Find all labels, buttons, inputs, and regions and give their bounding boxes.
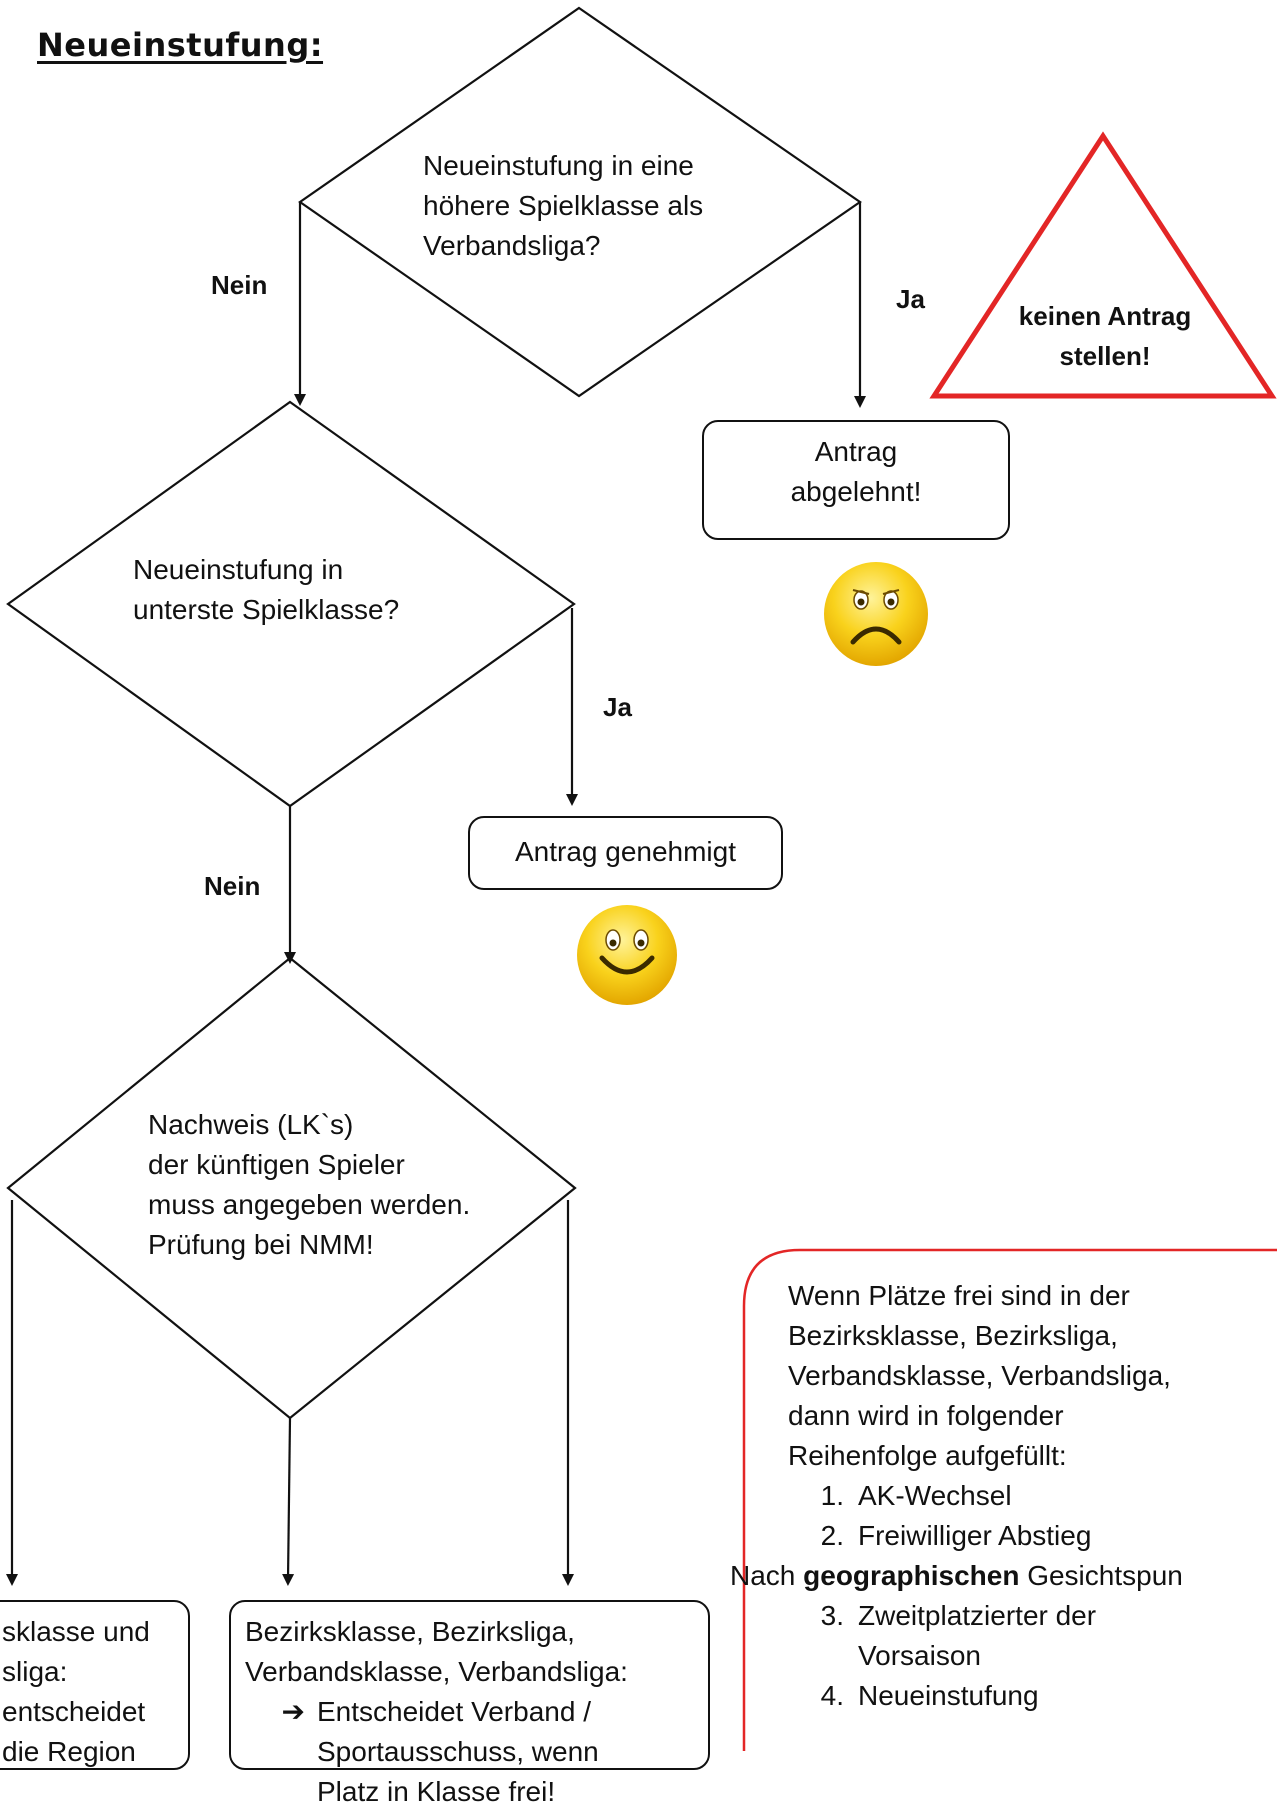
rejected-line: abgelehnt! [790,476,922,507]
rejected-line: Antrag [814,436,898,467]
flowchart-canvas [6,6,1277,1751]
decision-1-text: Neueinstufung in eine höhere Spielklasse… [423,146,703,266]
bottom-left-box: sklasse und sliga: entscheidet die Regio… [0,1600,190,1770]
bottom-left-line: die Region [2,1736,136,1767]
list-number [800,1636,844,1676]
list-number: 4. [820,1680,844,1711]
list-number: 3. [820,1600,844,1631]
outcome-approved-box: Antrag genehmigt [468,816,783,890]
decision-3-line: der künftigen Spieler [148,1149,405,1180]
info-list-b: 3. Zweitplatzierter der Vorsaison 4. Neu… [800,1596,1096,1716]
bullet-line: Entscheidet Verband / [317,1696,591,1727]
bullet-line: Sportausschuss, wenn [317,1736,599,1767]
info-box-border [742,1248,1277,1751]
sad-face-icon [824,562,928,666]
list-number: 2. [820,1520,844,1551]
page-title: Neueinstufung: [37,26,324,64]
decision-2-line: Neueinstufung in [133,554,344,585]
decision-1-line: höhere Spielklasse als [423,190,704,221]
info-list-item: 3. Zweitplatzierter der [800,1596,1096,1636]
geo-pre: Nach [730,1560,804,1591]
geo-post: Gesichtspun [1019,1560,1183,1591]
outcome-rejected-box: Antrag abgelehnt! [702,420,1010,540]
info-intro-line: Wenn Plätze frei sind in der [788,1280,1130,1311]
list-number: 1. [820,1480,844,1511]
decision-2-line: unterste Spielklasse? [133,594,400,625]
bottom-middle-line: Bezirksklasse, Bezirksliga, [245,1616,575,1647]
decision-1-line: Verbandsliga? [423,230,601,261]
connector-middle [282,1417,295,1586]
decision-2-text: Neueinstufung in unterste Spielklasse? [133,550,399,630]
list-text: AK-Wechsel [858,1480,1012,1511]
label-nein-1: Nein [211,270,268,300]
info-intro-line: Reihenfolge aufgefüllt: [788,1440,1067,1471]
list-text: Neueinstufung [858,1680,1039,1711]
arrow-right-icon: ➔ [281,1695,305,1728]
decision-3-line: muss angegeben werden. [148,1189,471,1220]
label-ja-2: Ja [603,692,632,722]
warning-triangle-icon [929,131,1277,399]
info-intro-line: Bezirksklasse, Bezirksliga, [788,1320,1118,1351]
warning-line: keinen Antrag [1018,301,1192,331]
info-geo-line: Nach geographischen Gesichtspun [730,1556,1183,1596]
decision-3-line: Nachweis (LK`s) [148,1109,354,1140]
approved-text: Antrag genehmigt [514,836,737,867]
decision-3-line: Prüfung bei NMM! [148,1229,374,1260]
info-list-item: 2. Freiwilliger Abstieg [800,1516,1092,1556]
warning-text: keinen Antrag stellen! [1000,296,1210,376]
bottom-middle-bullet: ➔ Entscheidet Verband / Sportausschuss, … [245,1692,708,1812]
list-text: Freiwilliger Abstieg [858,1520,1092,1551]
bottom-left-line: entscheidet [2,1696,146,1727]
info-intro-line: dann wird in folgender [788,1400,1064,1431]
bottom-middle-bullet-text: Entscheidet Verband / Sportausschuss, we… [317,1692,599,1812]
label-ja-1: Ja [896,284,925,314]
decision-1-line: Neueinstufung in eine [423,150,694,181]
decision-diamond-1 [298,6,862,398]
happy-face-icon [577,905,677,1005]
bottom-left-line: sklasse und [2,1616,150,1647]
bullet-line: Platz in Klasse frei! [317,1776,556,1807]
bottom-middle-box: Bezirksklasse, Bezirksliga, Verbandsklas… [229,1600,710,1807]
info-intro-line: Verbandsklasse, Verbandsliga, [788,1360,1171,1391]
list-text: Zweitplatzierter der [858,1600,1097,1631]
bottom-middle-line: Verbandsklasse, Verbandsliga: [245,1656,628,1687]
geo-bold: geographischen [803,1560,1020,1591]
info-box-intro: Wenn Plätze frei sind in der Bezirksklas… [788,1276,1171,1476]
decision-3-text: Nachweis (LK`s) der künftigen Spieler mu… [148,1105,470,1265]
info-list-item: 1. AK-Wechsel [800,1476,1091,1516]
bottom-left-line: sliga: [2,1656,68,1687]
info-list-a: 1. AK-Wechsel 2. Freiwilliger Abstieg [800,1476,1092,1556]
warning-line: stellen! [1059,341,1151,371]
label-nein-2: Nein [204,871,261,901]
info-list-item: Vorsaison [800,1636,1096,1676]
info-list-item: 4. Neueinstufung [800,1676,1096,1716]
list-text: Vorsaison [858,1640,981,1671]
